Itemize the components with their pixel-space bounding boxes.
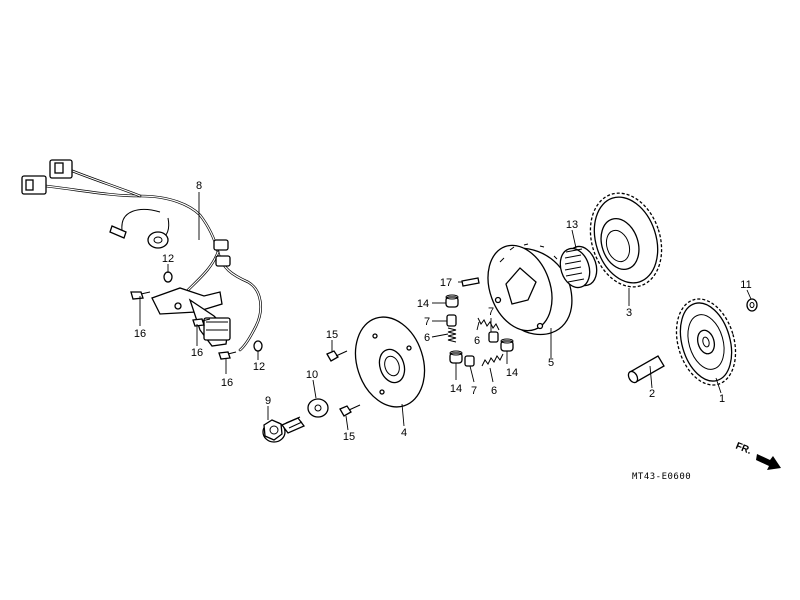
callout-labels: 1 2 3 4 5 6 6 6 7 7 7 8 9 10 11 12 12 13… — [134, 180, 752, 443]
front-direction-arrow: FR. — [734, 441, 781, 470]
callout-17: 17 — [440, 277, 452, 289]
roller-part-14-c — [500, 338, 514, 352]
callout-1: 1 — [719, 393, 725, 405]
bolt-part-15-a — [326, 350, 348, 362]
callout-15-a: 15 — [326, 329, 338, 341]
callout-5: 5 — [548, 357, 554, 369]
callout-16-c: 16 — [221, 377, 233, 389]
dowel-pin-part-17 — [461, 277, 480, 287]
clutch-plate-part-4 — [354, 316, 426, 408]
roller-part-14-a — [445, 294, 459, 308]
grommet-part-12-b — [253, 340, 263, 352]
callout-10: 10 — [306, 369, 318, 381]
roller-part-14-b — [449, 350, 463, 364]
spring-part-6-b — [477, 317, 500, 331]
bolt-part-16-b — [192, 318, 211, 327]
callout-12-a: 12 — [162, 253, 174, 265]
callout-7-c: 7 — [471, 385, 477, 397]
plunger-part-7-b — [464, 355, 475, 367]
callout-14-b: 14 — [450, 383, 462, 395]
clutch-housing-part-5 — [487, 243, 573, 336]
callout-3: 3 — [626, 307, 632, 319]
diagram-code: MT43-E0600 — [632, 472, 691, 482]
callout-12-b: 12 — [253, 361, 265, 373]
callout-6-c: 6 — [491, 385, 497, 397]
needle-bearing-part-13 — [559, 245, 598, 289]
callout-13: 13 — [566, 219, 578, 231]
driven-gear-part-3 — [589, 192, 663, 288]
arrow-icon — [756, 454, 781, 470]
grommet-part-12-a — [163, 271, 173, 283]
callout-6-a: 6 — [424, 332, 430, 344]
callout-8: 8 — [196, 180, 202, 192]
direction-label: FR. — [734, 441, 753, 457]
callout-7-a: 7 — [424, 316, 430, 328]
bolt-part-16-a — [130, 291, 151, 300]
callout-9: 9 — [265, 395, 271, 407]
shaft-part-2 — [627, 355, 665, 384]
callout-11: 11 — [740, 279, 751, 291]
callout-14-a: 14 — [417, 298, 429, 310]
leader-lines — [139, 192, 752, 431]
plunger-part-7-c — [488, 331, 499, 343]
callout-15-b: 15 — [343, 431, 355, 443]
spring-part-6-c — [481, 353, 504, 367]
callout-4: 4 — [401, 427, 407, 439]
callout-7-b: 7 — [488, 306, 494, 318]
callout-16-a: 16 — [134, 328, 146, 340]
callout-6-b: 6 — [474, 335, 480, 347]
washer-part-10 — [307, 398, 329, 418]
bolt-part-15-b — [339, 404, 361, 417]
bolt-part-16-c — [218, 351, 237, 360]
callout-16-b: 16 — [191, 347, 203, 359]
wire-harness-part-8 — [21, 159, 262, 352]
plunger-part-7-a — [446, 314, 457, 327]
flange-bolt-part-9 — [262, 416, 306, 443]
washer-part-11 — [746, 298, 758, 312]
spring-part-6-a — [447, 327, 457, 343]
callout-14-c: 14 — [506, 367, 518, 379]
reduction-gear-part-1 — [675, 298, 737, 386]
callout-2: 2 — [649, 388, 655, 400]
